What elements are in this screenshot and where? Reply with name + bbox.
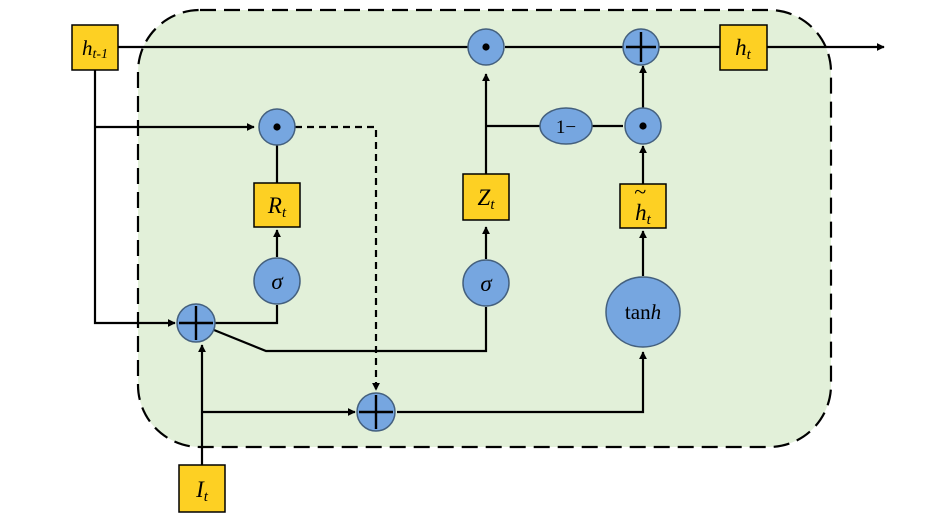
- candidate-sub: t: [647, 212, 652, 228]
- h-out-main: h: [735, 35, 747, 60]
- update-sigma-node: σ: [462, 259, 510, 307]
- wire-hprev-down: [93, 70, 176, 327]
- reset-gate-sub: t: [282, 205, 287, 221]
- svg-text:It: It: [195, 477, 209, 505]
- one-minus-node: 1−: [539, 107, 593, 145]
- wire-reset-mult-dashed: [295, 125, 380, 391]
- candidate-multiply-node: [624, 107, 662, 145]
- svg-text:Zt: Zt: [478, 185, 496, 213]
- tanh-label: tanh: [625, 300, 661, 324]
- svg-text:ht: ht: [635, 200, 652, 228]
- h-prev-box: ht-1: [71, 24, 119, 71]
- wire-to-update-sigma: [213, 307, 488, 353]
- update-gate-main: Z: [478, 185, 491, 210]
- bottom-add-node: [356, 392, 396, 432]
- wire-bottom-plus-to-tanh: [397, 351, 647, 414]
- input-main: I: [195, 477, 205, 502]
- reset-gate-main: R: [267, 193, 282, 218]
- h-out-box: ht: [719, 24, 768, 71]
- oplus-icon: [179, 306, 213, 340]
- svg-text:Rt: Rt: [267, 193, 287, 221]
- h-out-sub: t: [747, 47, 752, 63]
- input-add-node: [176, 303, 216, 343]
- oplus-icon: [626, 32, 656, 62]
- tanh-node: tanh: [605, 276, 681, 348]
- svg-text:ht-1: ht-1: [82, 36, 108, 62]
- reset-multiply-node: [258, 108, 296, 146]
- update-gate-box: Zt: [462, 173, 510, 221]
- top-multiply-node: [467, 28, 505, 66]
- gru-cell-region: [136, 8, 833, 449]
- reset-sigma-label: σ: [271, 269, 284, 294]
- odot-icon: [482, 43, 490, 51]
- candidate-accent: ~: [634, 179, 646, 204]
- h-prev-main: h: [82, 36, 93, 60]
- one-minus-label: 1−: [556, 117, 576, 138]
- oplus-icon: [359, 395, 393, 429]
- h-prev-sub: t-1: [92, 47, 108, 62]
- candidate-main: h: [635, 200, 647, 225]
- update-sigma-label: σ: [480, 271, 493, 296]
- svg-text:ht: ht: [735, 35, 752, 63]
- candidate-box: ~ ht: [619, 179, 667, 229]
- reset-gate-box: Rt: [253, 182, 301, 228]
- top-add-node: [622, 28, 660, 66]
- input-box: It: [178, 464, 226, 513]
- wire-reset-sigma-in: [214, 305, 279, 325]
- reset-sigma-node: σ: [253, 257, 301, 305]
- odot-icon: [639, 122, 647, 130]
- input-sub: t: [204, 489, 209, 505]
- update-gate-sub: t: [490, 197, 495, 213]
- odot-icon: [273, 123, 281, 131]
